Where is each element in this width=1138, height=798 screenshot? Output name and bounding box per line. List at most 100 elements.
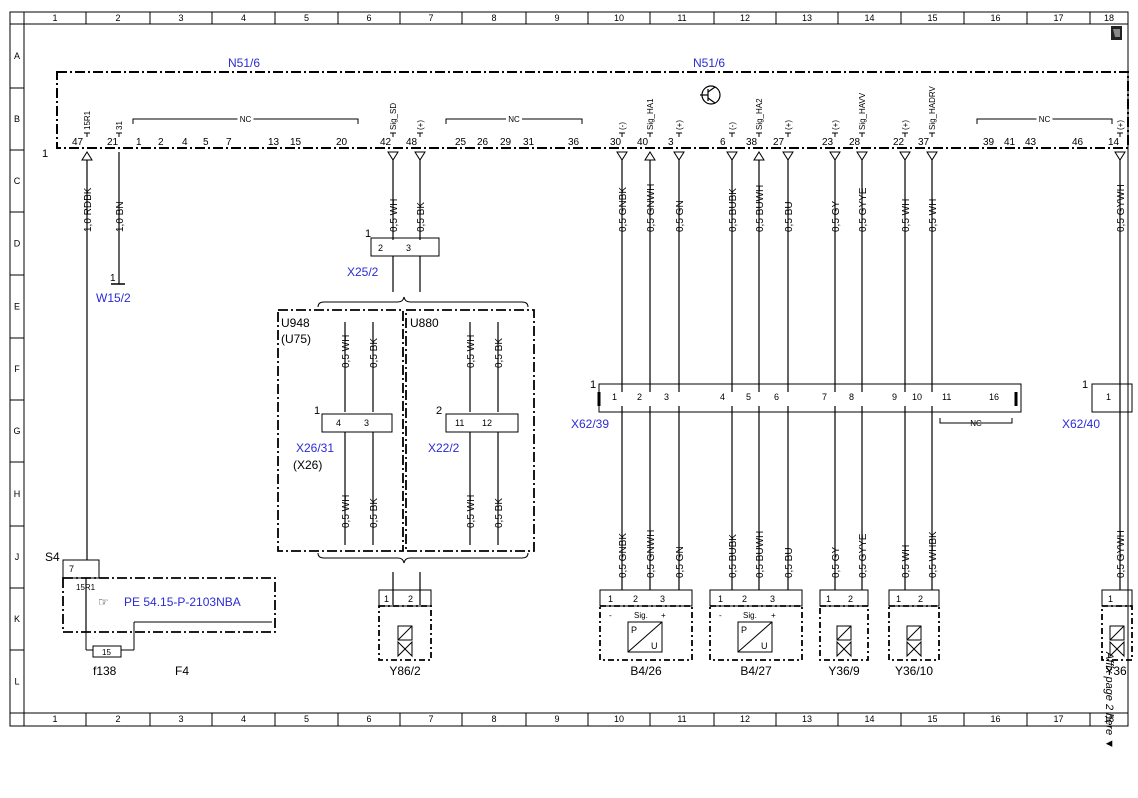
transistor-icon — [700, 85, 721, 105]
wire-color-label: 0,5 WH — [341, 495, 352, 528]
module-pin-signal: 15R1 — [83, 110, 92, 130]
module-pin-number: 40 — [637, 137, 649, 148]
row-letter: D — [14, 239, 21, 249]
wire-color-label: 0,5 BUWH — [755, 185, 766, 232]
component-pin: 2 — [742, 594, 747, 604]
module-pin-number: 31 — [523, 137, 535, 148]
ref-hand-icon: ☞ — [98, 595, 109, 609]
module-pin-signal: Sig_HA2 — [755, 98, 764, 130]
wire-color-label: 0,5 GY — [831, 201, 842, 232]
module-pin-number: 15 — [290, 137, 302, 148]
pin-polarity: - — [609, 611, 612, 620]
u948-label: U948 — [281, 316, 310, 330]
sensor-u: U — [761, 641, 768, 651]
page-corner-icon — [1111, 26, 1122, 40]
fuse-f138-label: f138 — [93, 664, 117, 678]
module-pin-number: 41 — [1004, 137, 1016, 148]
ground-label: W15/2 — [96, 291, 131, 305]
module-label-center: N51/6 — [693, 56, 725, 70]
column-number: 17 — [1053, 714, 1063, 724]
x62-39-pin: 10 — [912, 392, 922, 402]
bottom-brace — [317, 552, 529, 564]
column-number: 4 — [241, 13, 246, 23]
row-letter: J — [15, 552, 20, 562]
x62-39-pin: 16 — [989, 392, 999, 402]
module-pin-number: 38 — [746, 137, 758, 148]
fuse-pin-15r1: 15R1 — [76, 583, 96, 592]
row-letter: G — [13, 426, 20, 436]
module-pin-number: 22 — [893, 137, 905, 148]
row-letter: C — [14, 176, 21, 186]
x62-39-pin: 11 — [942, 392, 951, 402]
wire-color-label: 0,5 GNBK — [618, 187, 629, 232]
x62-39-pin: 1 — [612, 392, 617, 402]
module-pin-number: 7 — [226, 137, 232, 148]
module-terminal-number: 1 — [42, 148, 48, 160]
column-number: 6 — [366, 13, 371, 23]
column-number: 11 — [677, 13, 686, 23]
component-label: Y36 — [1105, 664, 1127, 678]
x22-2-label: X22/2 — [428, 441, 460, 455]
column-number: 5 — [304, 13, 309, 23]
component-pin: 2 — [408, 594, 413, 604]
wire-color-label: 0,5 BK — [369, 498, 380, 528]
wire-color-label: 0,5 BK — [369, 338, 380, 368]
wire-color-label: 0,5 WH — [341, 335, 352, 368]
x62-39-pin: 3 — [664, 392, 669, 402]
component-label: B4/26 — [630, 664, 662, 678]
component-pin: 1 — [608, 594, 613, 604]
sensor-p: P — [631, 625, 637, 635]
u880-label: U880 — [410, 316, 439, 330]
module-pin-number: 47 — [72, 137, 84, 148]
wire-color-label: 0,5 GY — [831, 547, 842, 578]
column-number: 1 — [52, 714, 57, 724]
x25-label: X25/2 — [347, 265, 379, 279]
unit-frames — [277, 309, 535, 552]
component-pin: 2 — [848, 594, 853, 604]
nc-label: NC — [1039, 115, 1051, 124]
module-pin-number: 46 — [1072, 137, 1084, 148]
column-number: 18 — [1104, 714, 1114, 724]
module-pin-signal: (-) — [618, 122, 627, 130]
module-pin-signal: (+) — [831, 120, 840, 130]
wire-color-label: 0,5 BU — [784, 547, 795, 578]
wire-color-label: 1,0 BN — [115, 201, 126, 232]
module-pin-number: 25 — [455, 137, 467, 148]
f4-label: F4 — [175, 664, 189, 678]
ground-pin-number: 1 — [110, 273, 116, 284]
column-number: 9 — [554, 13, 559, 23]
column-number: 3 — [178, 714, 183, 724]
nc-label: NC — [508, 115, 520, 124]
module-pin-number: 1 — [136, 137, 142, 148]
column-number: 11 — [677, 714, 686, 724]
row-letter: A — [14, 51, 20, 61]
row-letter: K — [14, 614, 20, 624]
pin-polarity: + — [771, 611, 776, 620]
row-letter: L — [14, 677, 19, 687]
module-pin-number: 48 — [406, 137, 418, 148]
column-number: 13 — [802, 13, 812, 23]
component-label: Y86/2 — [389, 664, 421, 678]
wire-color-label: 0,5 WH — [389, 199, 400, 232]
component-pin: 2 — [918, 594, 923, 604]
pin-polarity: Sig. — [634, 611, 648, 620]
module-pin-number: 13 — [268, 137, 280, 148]
column-number: 16 — [990, 13, 1000, 23]
fuse-pin-15: 15 — [102, 648, 111, 657]
wire-lines — [81, 151, 1126, 632]
module-pin-signal: Sig_HADRV — [928, 85, 937, 130]
wire-color-label: 0,5 GN — [675, 200, 686, 232]
wire-color-label: 0,5 WH — [901, 199, 912, 232]
column-number: 17 — [1053, 13, 1063, 23]
column-number: 5 — [304, 714, 309, 724]
x62-39-label: X62/39 — [571, 417, 609, 431]
reference-link[interactable]: PE 54.15-P-2103NBA — [124, 595, 241, 609]
